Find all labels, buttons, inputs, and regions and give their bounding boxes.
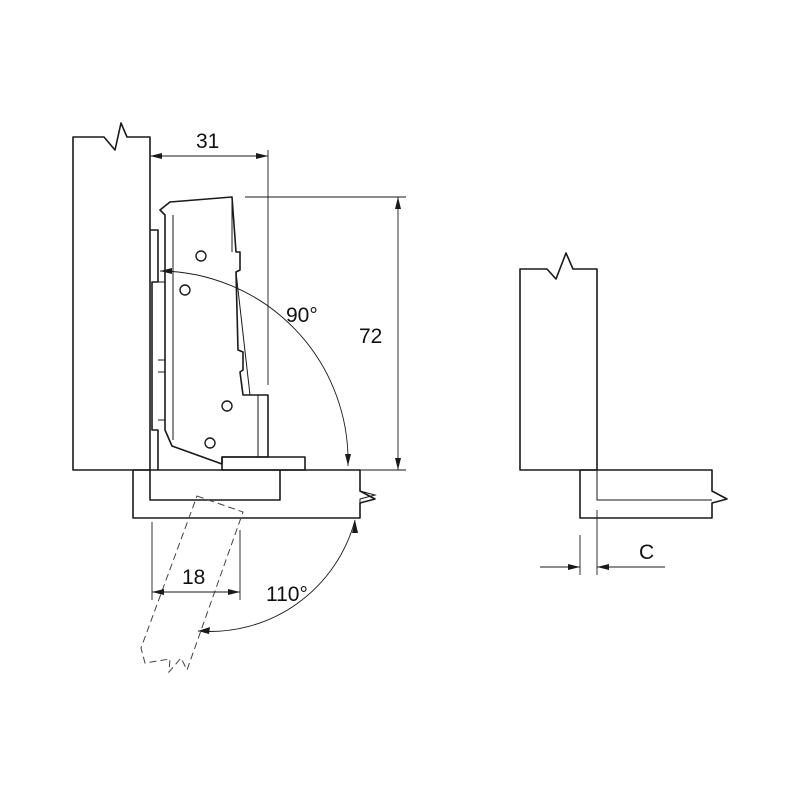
hinge-body xyxy=(150,196,306,471)
dimension-c: C xyxy=(540,510,665,575)
dimension-18-label: 18 xyxy=(182,566,205,589)
door-panel xyxy=(132,469,377,519)
dimension-18: 18 xyxy=(151,522,241,600)
cabinet-side-panel xyxy=(72,122,151,471)
dimension-72: 72 xyxy=(245,196,406,471)
dimension-c-label: C xyxy=(639,541,654,564)
angle-110-label: 110° xyxy=(266,583,308,606)
dimension-72-label: 72 xyxy=(359,325,382,348)
door-open-ghost xyxy=(140,495,244,674)
dimension-31-label: 31 xyxy=(196,130,219,153)
angle-90-arc: 90° xyxy=(159,268,351,467)
angle-110-arc: 110° xyxy=(197,519,358,634)
angle-90-label: 90° xyxy=(286,304,318,327)
overlay-side-panel xyxy=(519,252,598,471)
dimension-31: 31 xyxy=(150,130,269,385)
overlay-door-panel xyxy=(579,469,728,519)
